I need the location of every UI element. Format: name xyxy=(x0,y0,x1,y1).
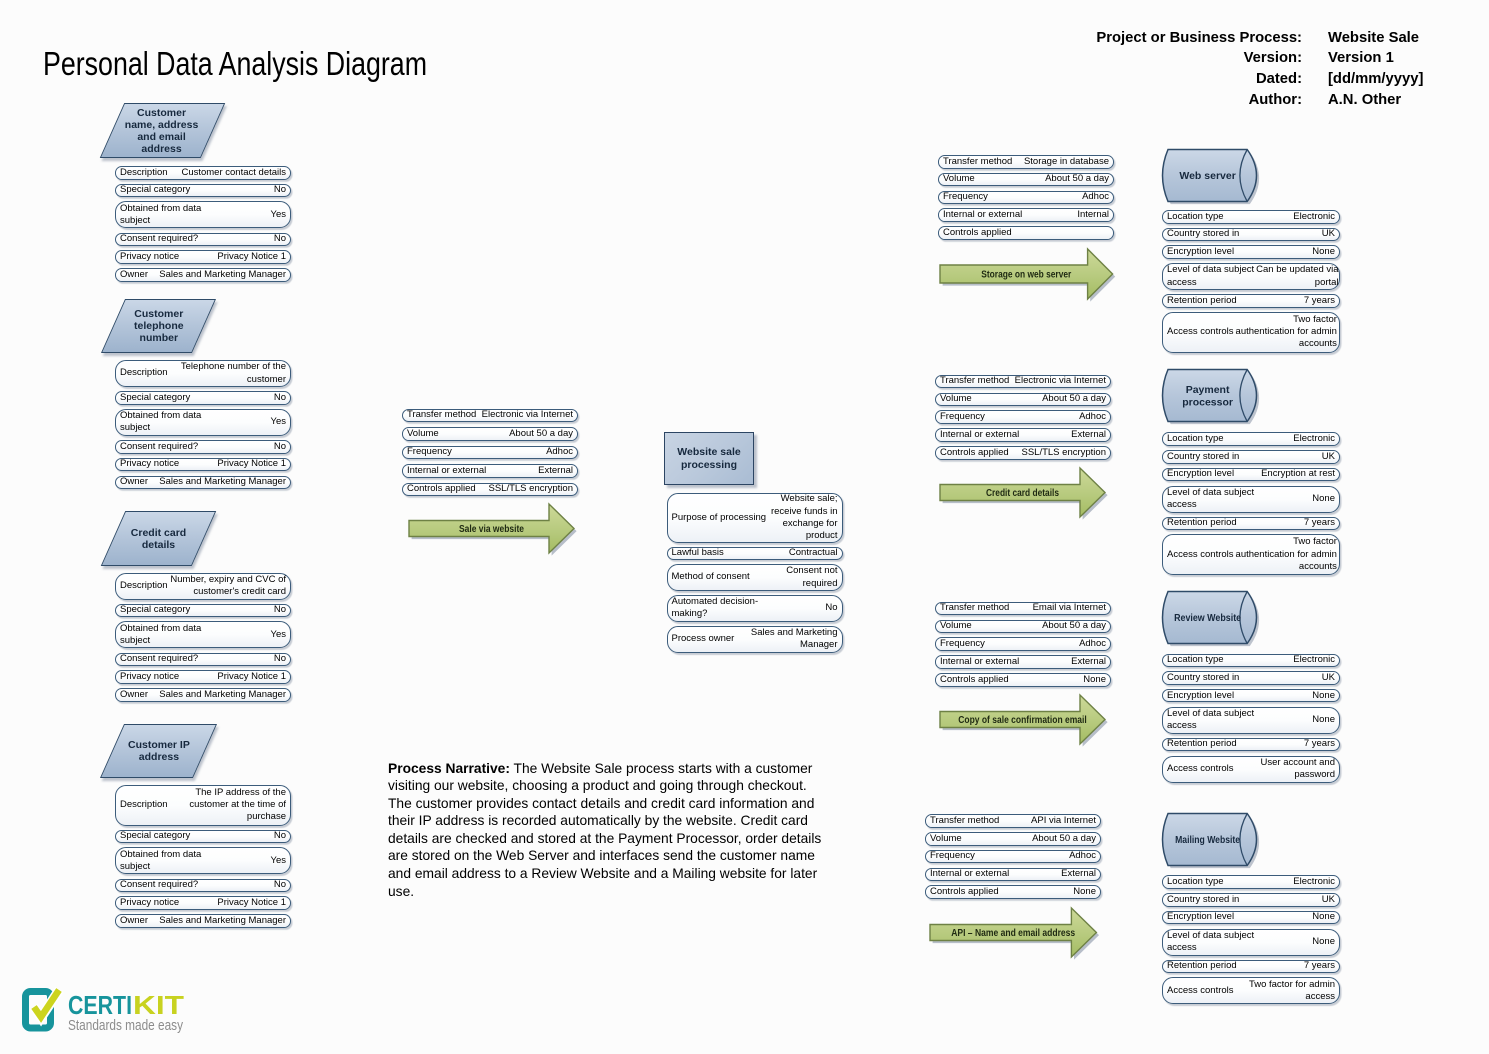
svg-text:Copy of sale confirmation emai: Copy of sale confirmation email xyxy=(958,715,1087,726)
svg-text:Payment: Payment xyxy=(1186,384,1230,396)
svg-text:Review Website: Review Website xyxy=(1174,612,1241,624)
svg-text:Standards made easy: Standards made easy xyxy=(68,1018,184,1034)
svg-text:API – Name and email address: API – Name and email address xyxy=(951,928,1075,939)
svg-text:Credit card details: Credit card details xyxy=(986,488,1059,499)
svg-text:KIT: KIT xyxy=(133,990,184,1020)
svg-text:Personal Data Analysis Diagram: Personal Data Analysis Diagram xyxy=(43,45,427,82)
svg-text:Storage on web server: Storage on web server xyxy=(981,269,1071,280)
svg-text:Mailing Website: Mailing Website xyxy=(1175,834,1240,846)
svg-text:CERTI: CERTI xyxy=(68,990,132,1020)
svg-text:Web server: Web server xyxy=(1179,170,1235,182)
svg-text:Sale via website: Sale via website xyxy=(459,524,524,535)
svg-text:processor: processor xyxy=(1182,396,1233,408)
